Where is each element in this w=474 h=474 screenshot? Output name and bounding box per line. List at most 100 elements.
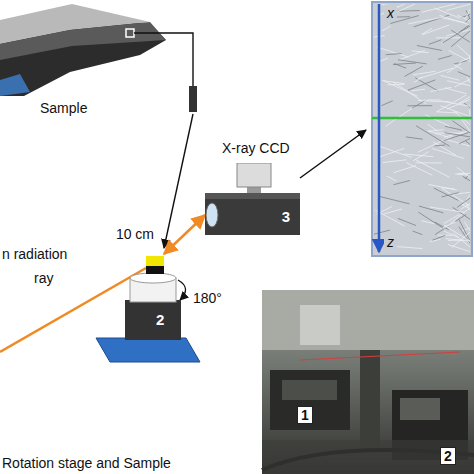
- fibre: [406, 162, 432, 175]
- fibre: [452, 121, 470, 133]
- fibre: [427, 124, 437, 131]
- fibre: [440, 75, 459, 80]
- sample-piece: [189, 86, 197, 112]
- fibre: [377, 47, 408, 57]
- fibre: [378, 148, 404, 157]
- fibre: [457, 167, 470, 177]
- fibre: [433, 142, 456, 156]
- angle-label: 180°: [193, 290, 222, 306]
- fibre: [436, 37, 463, 38]
- lab-photo: [262, 290, 474, 474]
- fibre: [415, 160, 449, 178]
- fibre: [453, 207, 470, 219]
- fibre: [436, 112, 458, 113]
- fibre: [425, 115, 449, 127]
- fibre: [430, 239, 441, 241]
- fibre: [404, 66, 422, 76]
- fibre: [459, 97, 470, 104]
- fibre: [451, 31, 470, 47]
- fibre: [381, 101, 392, 106]
- fibre: [423, 25, 449, 35]
- callout-number: 2: [440, 447, 456, 465]
- fibre: [382, 26, 391, 31]
- fibre: [393, 166, 416, 173]
- fibre: [458, 72, 470, 77]
- fibre: [432, 149, 464, 159]
- fibre: [428, 131, 448, 137]
- fibre: [448, 245, 470, 252]
- fibre: [455, 174, 470, 175]
- dimension-label: 10 cm: [116, 226, 154, 242]
- fibre: [383, 160, 407, 163]
- fibre: [422, 4, 456, 12]
- part-label: Sample: [40, 100, 87, 116]
- fibre: [454, 79, 470, 87]
- fibre: [464, 221, 470, 231]
- fibre: [440, 106, 468, 116]
- ccd-camera: 3: [205, 163, 300, 235]
- fibre: [457, 45, 470, 57]
- rotation-stage: 2: [122, 254, 184, 342]
- callout-number: 1: [297, 406, 313, 424]
- fibre: [434, 8, 460, 18]
- fibre: [411, 89, 425, 91]
- fibre: [417, 46, 442, 51]
- leader-arrow: [164, 114, 193, 248]
- fibre: [418, 101, 450, 102]
- fibre: [447, 63, 462, 73]
- fibre: [445, 239, 470, 241]
- fibre: [466, 10, 470, 19]
- sample-photo: [0, 4, 166, 96]
- fibre: [442, 189, 470, 206]
- fibre: [408, 17, 444, 24]
- fibre: [415, 162, 441, 163]
- fibre: [393, 10, 420, 12]
- output-arrow: [300, 130, 366, 178]
- fibre: [406, 137, 423, 139]
- fibre: [443, 133, 468, 141]
- fibre: [408, 80, 435, 90]
- slice-line: [372, 117, 472, 120]
- fibre: [379, 196, 410, 203]
- fibre: [466, 141, 470, 145]
- fibre: [398, 218, 416, 225]
- fibre: [441, 187, 454, 189]
- fibre: [444, 231, 458, 238]
- leader-line: [134, 33, 193, 86]
- fibre: [434, 145, 445, 147]
- fibre: [438, 235, 453, 236]
- fibre: [434, 188, 458, 200]
- distance-arrow: [164, 215, 205, 254]
- fibre: [466, 18, 470, 22]
- fibre: [446, 4, 470, 10]
- callout-number: 3: [282, 209, 290, 226]
- fibre: [449, 50, 470, 61]
- fibre: [413, 152, 429, 162]
- fibre: [450, 208, 470, 224]
- fibre: [412, 51, 429, 53]
- beam-label: ray: [34, 270, 53, 286]
- fibre: [457, 15, 470, 21]
- fibre: [418, 212, 443, 228]
- axis-label: x: [384, 5, 397, 21]
- fibre: [421, 28, 432, 34]
- fibre: [469, 110, 471, 117]
- callout-number: 2: [156, 312, 164, 329]
- fibre: [430, 87, 451, 91]
- fibre: [385, 105, 416, 126]
- fibre-texture: [374, 4, 470, 252]
- fibre: [459, 139, 470, 144]
- fibre: [457, 198, 470, 207]
- stage-drawing: [122, 254, 184, 342]
- fibre: [387, 176, 397, 181]
- fibre: [466, 9, 470, 18]
- fibre: [445, 133, 470, 137]
- fibre: [424, 99, 441, 100]
- fibre: [393, 180, 410, 184]
- fibre: [439, 15, 470, 25]
- fibre: [429, 40, 442, 45]
- fibre: [393, 63, 416, 64]
- z-axis: [378, 4, 381, 252]
